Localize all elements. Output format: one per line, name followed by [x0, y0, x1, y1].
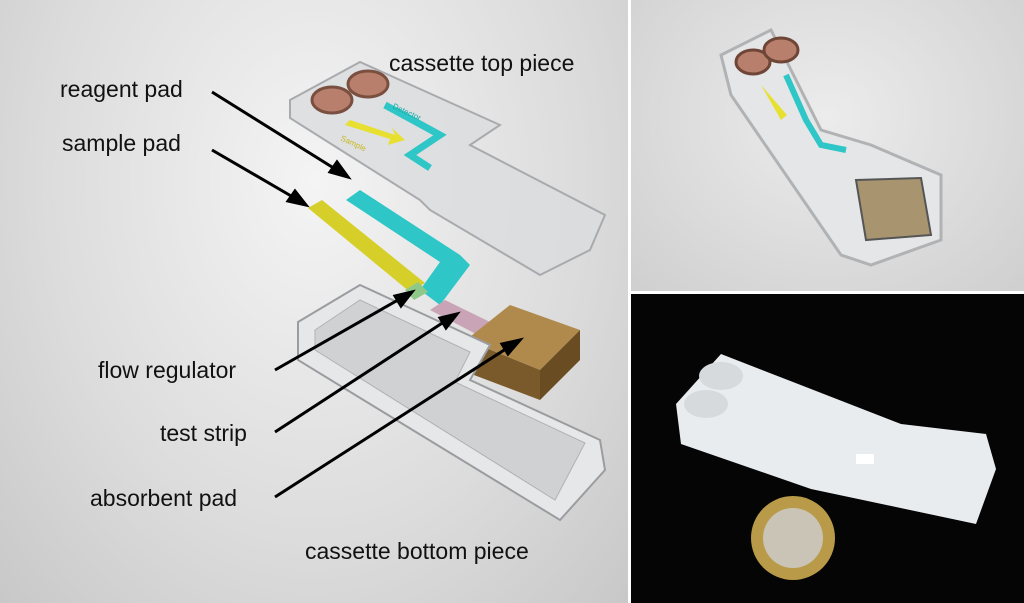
- label-flow-regulator: flow regulator: [98, 357, 237, 383]
- sample-pad: [308, 200, 425, 292]
- label-cassette-top-piece: cassette top piece: [389, 50, 575, 76]
- label-cassette-bottom-piece: cassette bottom piece: [305, 538, 529, 564]
- label-sample-pad: sample pad: [62, 130, 181, 156]
- cassette-top-piece: Sample Detector: [289, 60, 607, 277]
- photo-panel: [631, 294, 1024, 603]
- assembled-render-panel: [631, 0, 1024, 291]
- printed-cassette-photo: [676, 354, 996, 580]
- assembled-cassette: [719, 27, 943, 267]
- test-strip: [430, 300, 490, 334]
- label-absorbent-pad: absorbent pad: [90, 485, 238, 511]
- exploded-view-panel: Sample Detector cassette top piece reage…: [0, 0, 628, 603]
- sample-well: [310, 85, 354, 115]
- reagent-well: [346, 69, 390, 99]
- exploded-diagram: Sample Detector: [211, 60, 607, 522]
- absorbent-window: [854, 176, 933, 242]
- label-test-strip: test strip: [160, 420, 247, 446]
- label-reagent-pad: reagent pad: [60, 76, 183, 102]
- reagent-pad: [346, 190, 470, 305]
- pointer-arrows: [211, 90, 525, 499]
